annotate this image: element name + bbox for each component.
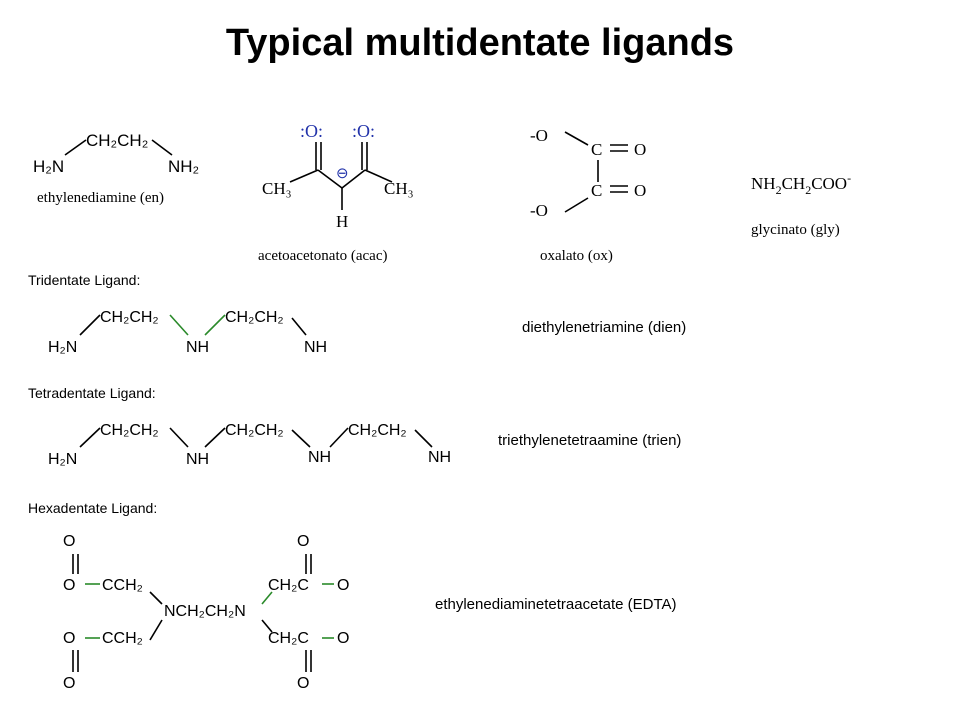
trien-nh-3: NH bbox=[428, 449, 451, 466]
edta-o-mid-left-1: O bbox=[63, 577, 75, 594]
dien-chain-1: CH₂CH₂ bbox=[100, 309, 159, 326]
acac-h: H bbox=[336, 212, 348, 231]
trien-nh-1: NH bbox=[186, 451, 209, 468]
ox-o-top: -O bbox=[530, 126, 548, 145]
ox-o-right-top: O bbox=[634, 140, 646, 159]
acac-o-right: :O: bbox=[352, 121, 375, 141]
ox-o-bottom: -O bbox=[530, 201, 548, 220]
edta-o-top-left: O bbox=[63, 533, 75, 550]
trien-nh-2: NH bbox=[308, 449, 331, 466]
trien-chain-2: CH₂CH₂ bbox=[225, 422, 284, 439]
acac-name: acetoacetonato (acac) bbox=[258, 248, 387, 264]
page-title: Typical multidentate ligands bbox=[225, 22, 735, 64]
edta-cch2-top: CCH₂ bbox=[102, 577, 143, 594]
tetradentate-label: Tetradentate Ligand: bbox=[28, 385, 156, 401]
ox-o-right-bottom: O bbox=[634, 181, 646, 200]
dien-nh-2: NH bbox=[304, 339, 327, 356]
trien-bond-4 bbox=[291, 429, 311, 448]
ox-name: oxalato (ox) bbox=[540, 248, 613, 264]
edta-bond-n2-top bbox=[261, 591, 273, 605]
trien-bond-5 bbox=[329, 427, 349, 448]
ox-bond-o-bottom bbox=[564, 197, 589, 213]
acac-bond-ch3-right bbox=[364, 169, 393, 183]
acac-bond-ch3-left bbox=[289, 169, 319, 183]
trien-name: triethylenetetraamine (trien) bbox=[498, 432, 681, 449]
edta-bond-n2-bottom bbox=[261, 619, 273, 633]
dien-bond-2 bbox=[169, 314, 189, 336]
hexadentate-label: Hexadentate Ligand: bbox=[28, 500, 157, 516]
edta-cch2-bottom: CCH₂ bbox=[102, 630, 143, 647]
en-chain: CH₂CH₂ bbox=[86, 131, 148, 150]
edta-o-mid-right-2: O bbox=[337, 630, 349, 647]
trien-bond-2 bbox=[169, 427, 189, 448]
acac-ch3-left: CH₃ bbox=[262, 179, 292, 198]
trien-bond-6 bbox=[414, 429, 433, 448]
en-right: NH₂ bbox=[168, 157, 199, 176]
edta-ch2c-top: CH₂C bbox=[268, 577, 309, 594]
trien-chain-1: CH₂CH₂ bbox=[100, 422, 159, 439]
acac-charge: ⊖ bbox=[336, 166, 349, 182]
edta-o-bottom-right: O bbox=[297, 675, 309, 692]
edta-bond-n1-bottom bbox=[149, 619, 163, 641]
trien-bond-3 bbox=[204, 427, 226, 448]
gly-name: glycinato (gly) bbox=[751, 222, 840, 238]
acac-bond-c-left bbox=[317, 169, 343, 189]
acac-ch3-right: CH₃ bbox=[384, 179, 414, 198]
edta-ch2c-bottom: CH₂C bbox=[268, 630, 309, 647]
en-left: H₂N bbox=[33, 157, 64, 176]
edta-o-mid-right-1: O bbox=[337, 577, 349, 594]
dien-left: H₂N bbox=[48, 339, 77, 356]
en-name: ethylenediamine (en) bbox=[37, 190, 164, 206]
gly-formula: NH2CH2COO- bbox=[751, 171, 851, 197]
ox-c-bottom: C bbox=[591, 181, 602, 200]
dien-bond-3 bbox=[204, 314, 226, 336]
edta-bond-n1-top bbox=[149, 591, 163, 605]
trien-left: H₂N bbox=[48, 451, 77, 468]
edta-core: NCH₂CH₂N bbox=[164, 603, 246, 620]
tridentate-label: Tridentate Ligand: bbox=[28, 272, 140, 288]
trien-chain-3: CH₂CH₂ bbox=[348, 422, 407, 439]
acac-o-left: :O: bbox=[300, 121, 323, 141]
edta-o-top-right: O bbox=[297, 533, 309, 550]
acac-bond-c-right bbox=[341, 169, 366, 189]
edta-o-mid-left-2: O bbox=[63, 630, 75, 647]
dien-bond-4 bbox=[291, 317, 307, 336]
ox-bond-o-top bbox=[564, 131, 589, 146]
dien-bond-1 bbox=[79, 314, 101, 336]
trien-bond-1 bbox=[79, 427, 101, 448]
en-bond-left bbox=[64, 139, 87, 156]
dien-nh-1: NH bbox=[186, 339, 209, 356]
edta-o-bottom-left: O bbox=[63, 675, 75, 692]
dien-name: diethylenetriamine (dien) bbox=[522, 319, 686, 336]
en-bond-right bbox=[151, 139, 173, 156]
edta-name: ethylenediaminetetraacetate (EDTA) bbox=[435, 596, 677, 613]
ox-c-top: C bbox=[591, 140, 602, 159]
dien-chain-2: CH₂CH₂ bbox=[225, 309, 284, 326]
